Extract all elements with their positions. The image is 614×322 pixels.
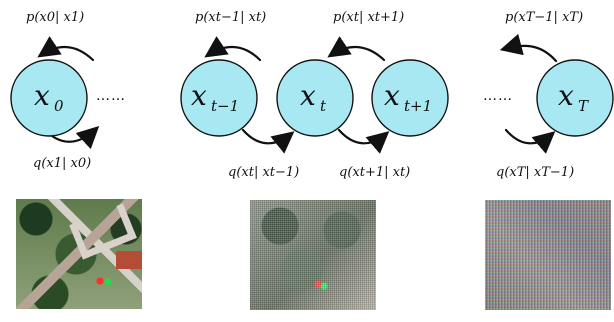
node-circle-xT (536, 59, 614, 137)
node-main-xt: x (300, 79, 316, 112)
node-circle-x0 (10, 59, 88, 137)
label-q-1: q(xt| xt−1) (228, 165, 299, 180)
node-main-x0: x (34, 79, 50, 112)
clean-thumbnail (16, 199, 142, 309)
label-p-2: p(xt| xt+1) (333, 10, 404, 25)
node-main-xT: x (558, 79, 574, 112)
label-q-3: q(xT| xT−1) (496, 165, 574, 180)
node-x0: x 0 (10, 59, 88, 137)
node-xt: x t (276, 59, 354, 137)
label-p-3: p(xT−1| xT) (505, 10, 583, 25)
forward-arrow-3 (504, 128, 556, 154)
reverse-arrow-0 (37, 36, 95, 62)
node-xt-minus-1: x t−1 (180, 59, 258, 137)
label-p-0: p(x0| x1) (26, 10, 84, 25)
ellipsis-right: …… (483, 88, 513, 104)
forward-arrow-1 (241, 128, 295, 154)
node-circle-xt-minus-1 (180, 59, 258, 137)
label-q-0: q(x1| x0) (33, 156, 91, 171)
reverse-arrow-2 (327, 36, 386, 62)
partially-noised-thumbnail (250, 200, 376, 310)
node-circle-xt (276, 59, 354, 137)
label-p-1: p(xt−1| xt) (195, 10, 266, 25)
node-sub-xt-plus-1: t+1 (404, 97, 432, 115)
label-q-2: q(xt+1| xt) (339, 165, 410, 180)
node-sub-xt-minus-1: t−1 (211, 97, 239, 115)
node-sub-xT: T (578, 97, 589, 115)
node-circle-xt-plus-1 (371, 59, 449, 137)
node-sub-x0: 0 (54, 97, 64, 115)
node-main-xt-minus-1: x (191, 79, 207, 112)
reverse-arrow-3 (499, 33, 558, 63)
node-sub-xt: t (320, 97, 327, 115)
forward-arrow-2 (337, 128, 390, 154)
node-main-xt-plus-1: x (384, 79, 400, 112)
ellipsis-left: …… (96, 88, 126, 104)
node-xT: x T (536, 59, 614, 137)
reverse-arrow-1 (204, 36, 262, 62)
pure-noise-thumbnail (485, 200, 611, 310)
node-xt-plus-1: x t+1 (371, 59, 449, 137)
